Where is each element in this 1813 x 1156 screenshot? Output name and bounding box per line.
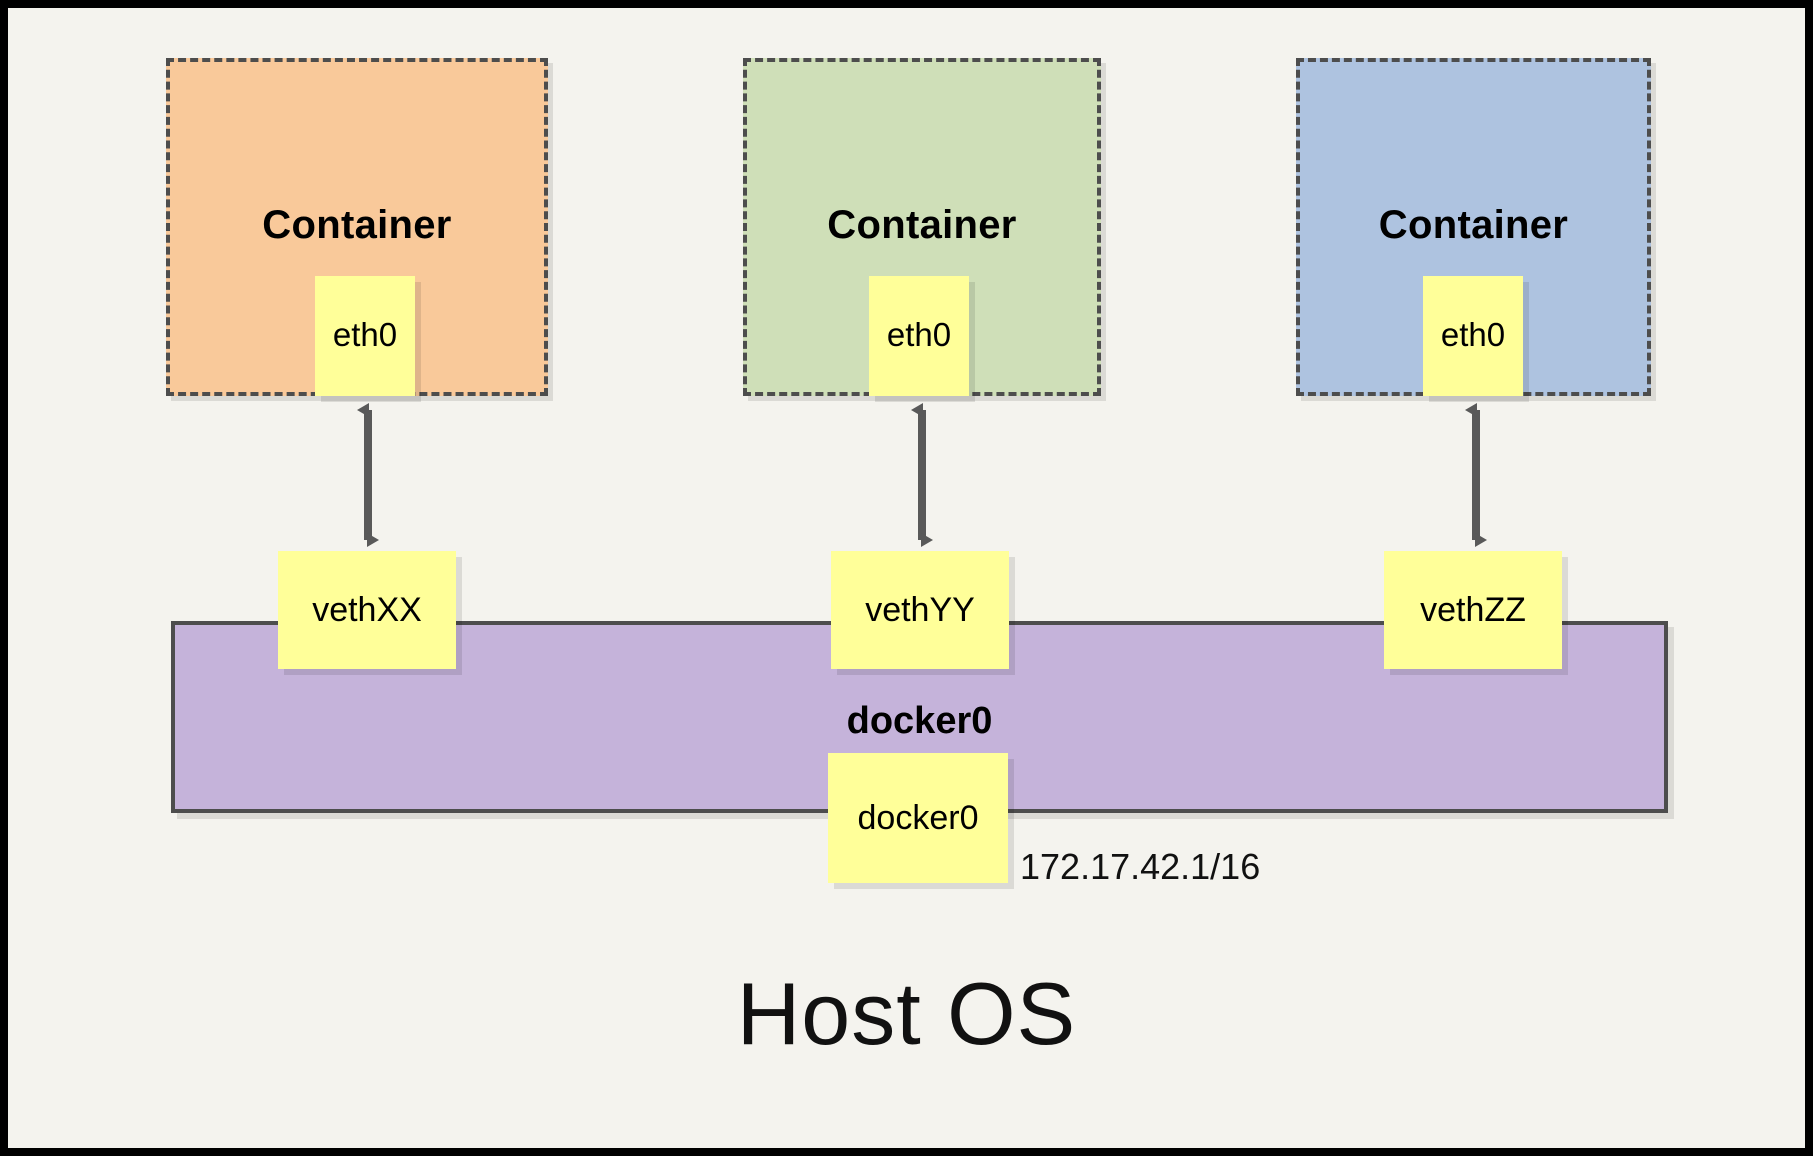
eth0-node-2: eth0 xyxy=(869,276,969,396)
container-title-1: Container xyxy=(262,203,452,247)
veth-node-vethyy: vethYY xyxy=(831,551,1009,669)
veth-node-vethxx: vethXX xyxy=(278,551,456,669)
host-os-label: Host OS xyxy=(736,964,1077,1063)
arrow-eth0-vethzz xyxy=(1465,403,1487,547)
docker0-bridge-label: docker0 xyxy=(846,700,993,742)
eth0-node-1: eth0 xyxy=(315,276,415,396)
arrow-eth0-vethxx xyxy=(357,403,379,547)
eth0-node-3: eth0 xyxy=(1423,276,1523,396)
veth-node-vethzz: vethZZ xyxy=(1384,551,1562,669)
container-title-2: Container xyxy=(827,203,1017,247)
container-title-3: Container xyxy=(1378,203,1569,247)
docker0-interface-node: docker0 xyxy=(828,753,1008,883)
arrow-eth0-vethyy xyxy=(911,403,933,547)
docker0-ip-address: 172.17.42.1/16 xyxy=(1020,846,1261,887)
